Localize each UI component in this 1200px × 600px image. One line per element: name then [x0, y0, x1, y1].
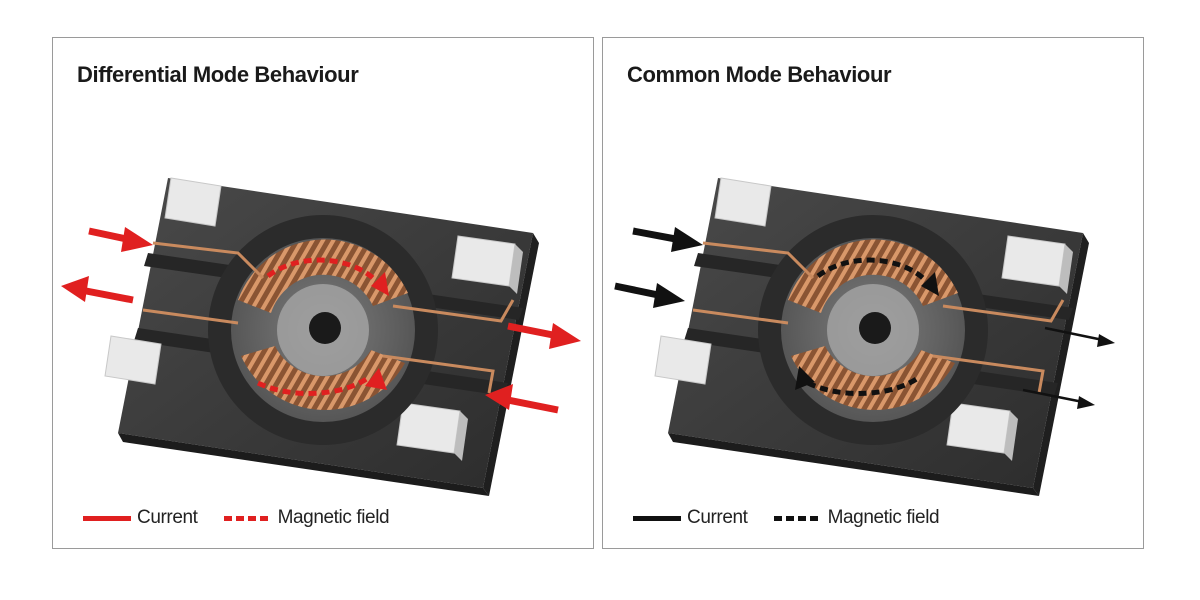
- magnetic-field-lines: [256, 257, 375, 397]
- current-legend-label: Current: [137, 507, 198, 528]
- solder-pads: [104, 177, 523, 461]
- toroid-core: [758, 215, 988, 445]
- magnetic-field-lines: [806, 257, 925, 397]
- legend: Current Magnetic field: [633, 506, 940, 530]
- field-arrowheads: [365, 272, 389, 390]
- solder-pads: [654, 177, 1073, 461]
- panel-title: Common Mode Behaviour: [627, 62, 892, 87]
- legend: Current Magnetic field: [83, 506, 390, 530]
- current-legend-label: Current: [687, 507, 748, 528]
- toroid-core: [208, 215, 438, 445]
- copper-leads: [692, 241, 1065, 394]
- current-legend-swatch: [633, 515, 681, 521]
- differential-mode-panel: Differential Mode Behaviour Current Magn…: [52, 37, 594, 549]
- field-arrowheads: [795, 272, 939, 390]
- panel-title: Differential Mode Behaviour: [77, 62, 359, 87]
- field-legend-label: Magnetic field: [277, 507, 390, 528]
- field-legend-swatch: [773, 515, 822, 521]
- field-legend-label: Magnetic field: [827, 507, 940, 528]
- current-legend-swatch: [83, 515, 131, 521]
- current-arrows: [61, 227, 581, 414]
- common-mode-panel: Common Mode Behaviour Current Magnetic f…: [602, 37, 1144, 549]
- common-mode-illustration: [614, 177, 1115, 496]
- current-arrows: [614, 227, 1115, 409]
- field-legend-swatch: [223, 515, 272, 521]
- copper-leads: [142, 241, 515, 394]
- differential-mode-illustration: [61, 177, 581, 496]
